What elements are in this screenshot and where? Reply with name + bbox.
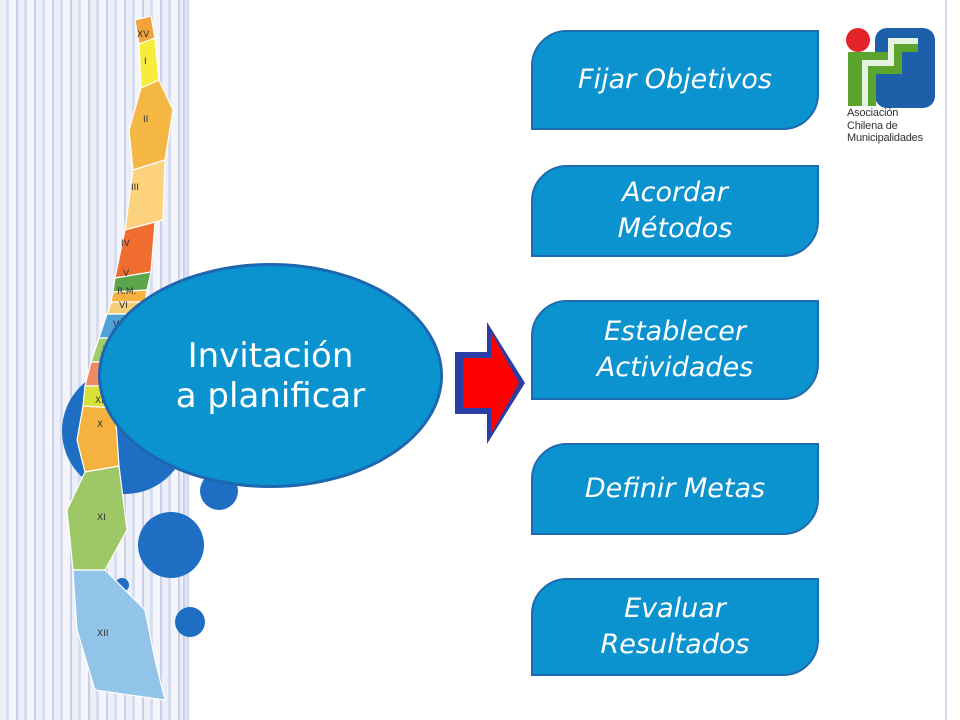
map-region-label: V [123,269,130,279]
step-establecer-actividades: Establecer Actividades [531,300,819,400]
map-region-xii [72,569,166,701]
map-region-ii [128,79,174,171]
map-region-label: II [143,115,148,125]
map-region-label: VI [119,301,128,311]
invitation-ellipse: Invitación a planificar [98,263,443,488]
logo-text: Asociación Chilena de Municipalidades [847,107,923,144]
arrow-body [463,332,519,434]
map-region-i [138,37,160,89]
map-region-label: XII [97,629,108,639]
right-arrow-icon [455,322,525,444]
step-evaluar-resultados: Evaluar Resultados [531,578,819,676]
step-definir-metas: Definir Metas [531,443,819,535]
decorative-circle-small-2 [175,607,205,637]
map-region-iii [124,159,166,231]
step-acordar-metodos: Acordar Métodos [531,165,819,257]
decorative-circle-medium [138,512,204,578]
logo-red-dot [846,28,870,52]
map-region-label: X [97,420,103,430]
map-region-label: R.M. [117,287,136,297]
map-region-iv [114,221,156,279]
map-region-label: XV [137,30,150,40]
right-divider-line [945,0,947,720]
map-region-label: XI [97,513,106,523]
map-region-label: IV [121,239,131,249]
municipalities-association-logo [846,28,935,108]
map-region-label: I [144,57,147,67]
step-fijar-objetivos: Fijar Objetivos [531,30,819,130]
map-region-label: III [131,183,139,193]
logo-white-gap [862,38,918,106]
